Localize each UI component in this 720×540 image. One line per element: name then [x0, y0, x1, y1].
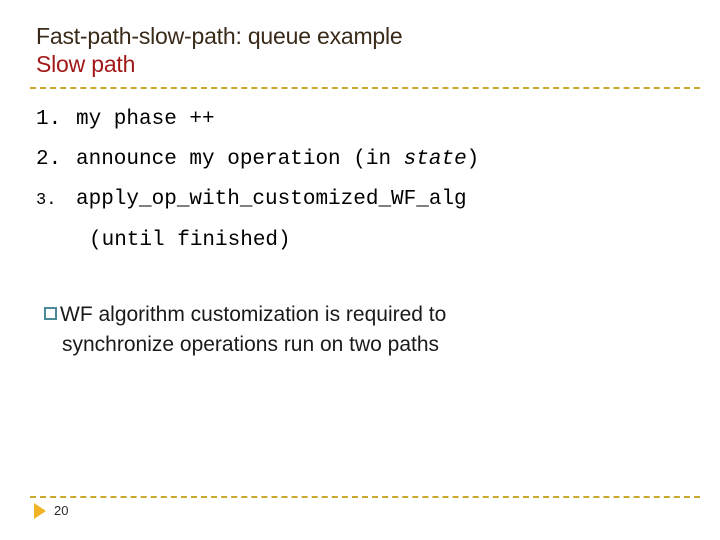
list-item-text: my phase ++: [76, 108, 215, 131]
hollow-square-bullet-icon: [44, 307, 57, 320]
bullet-text-line-1: WF algorithm customization is required t…: [60, 303, 447, 326]
footer-divider: [30, 496, 700, 498]
list-item-text: apply_op_with_customized_WF_alg: [76, 188, 467, 211]
page-title: Fast-path-slow-path: queue example: [36, 23, 403, 49]
list-item-text: announce my operation (in: [76, 148, 404, 171]
slide-title-block: Fast-path-slow-path: queue example Slow …: [36, 22, 696, 78]
play-triangle-icon: [34, 503, 46, 519]
list-item: WF algorithm customization is required t…: [44, 300, 664, 360]
title-divider: [30, 87, 700, 89]
numbered-step-list: 1. my phase ++ 2. announce my operation (i…: [36, 100, 696, 261]
list-item-number: 3.: [36, 191, 57, 210]
list-item: 2. announce my operation (in state): [36, 140, 696, 180]
slide-footer: 20: [34, 503, 68, 519]
page-number: 20: [54, 503, 69, 518]
list-item: 3. apply_op_with_customized_WF_alg (until…: [36, 180, 696, 261]
page-subtitle: Slow path: [36, 51, 136, 77]
list-item-number: 2.: [36, 148, 62, 171]
bullet-list: WF algorithm customization is required t…: [44, 300, 664, 360]
list-item-continuation: (until finished): [89, 229, 291, 252]
list-item: 1. my phase ++: [36, 100, 696, 140]
list-item-text-tail: ): [466, 148, 480, 171]
list-item-emphasis: state: [403, 148, 467, 171]
list-item-number: 1.: [36, 108, 62, 131]
bullet-text-line-2: synchronize operations run on two paths: [62, 333, 440, 356]
